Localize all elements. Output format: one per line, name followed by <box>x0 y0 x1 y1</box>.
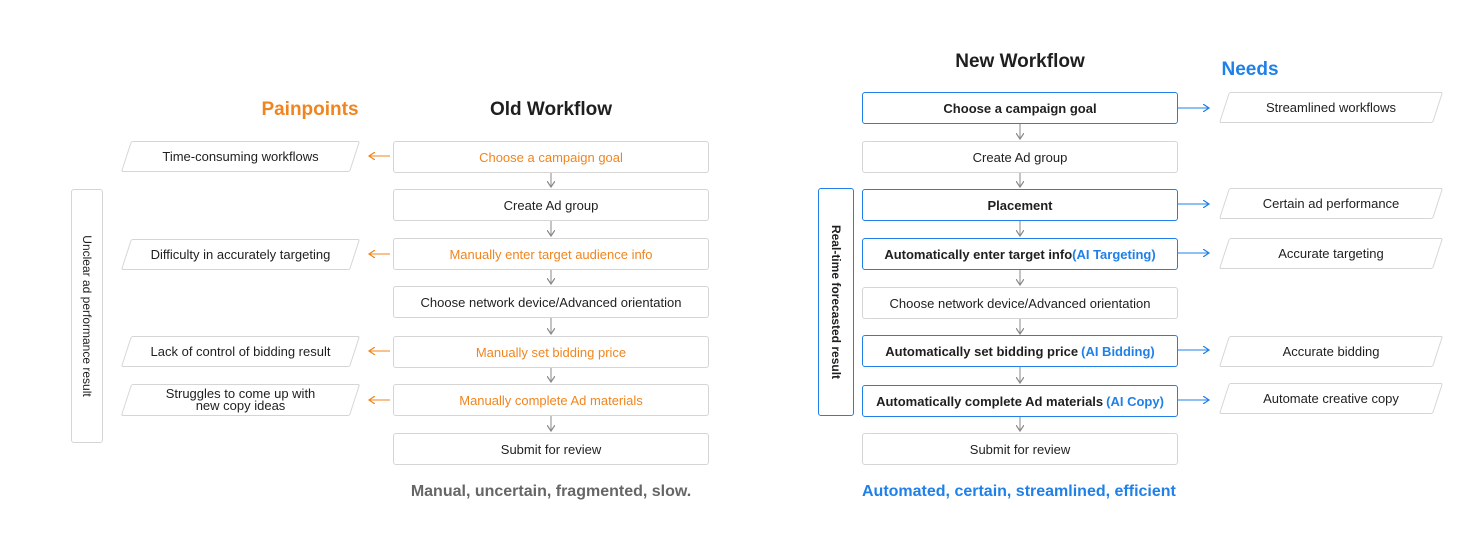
need-label: Certain ad performance <box>1262 195 1400 211</box>
painpoint-label: Time-consuming workflows <box>162 148 319 164</box>
need-label: Accurate targeting <box>1278 245 1384 261</box>
new-step-auto-target-info: Automatically enter target info(AI Targe… <box>862 238 1178 270</box>
need-accurate-bidding: Accurate bidding <box>1224 336 1438 367</box>
step-label: Choose network device/Advanced orientati… <box>889 295 1151 311</box>
new-workflow-title: New Workflow <box>955 51 1085 72</box>
ai-targeting-tag: (AI Targeting) <box>1072 246 1156 262</box>
need-accurate-targeting: Accurate targeting <box>1224 238 1438 269</box>
new-step-placement: Placement <box>862 189 1178 221</box>
need-certain-performance: Certain ad performance <box>1224 188 1438 219</box>
painpoint-label: Lack of control of bidding result <box>150 343 331 359</box>
need-label: Streamlined workflows <box>1265 99 1397 115</box>
old-step-complete-materials: Manually complete Ad materials <box>393 384 709 416</box>
step-label: Automatically enter target info <box>884 246 1073 262</box>
step-label: Automatically complete Ad materials <box>876 393 1104 409</box>
painpoint-copy-ideas: Struggles to come up with new copy ideas <box>126 384 355 416</box>
step-label: Create Ad group <box>972 149 1068 165</box>
step-label: Automatically set bidding price <box>885 343 1079 359</box>
new-step-auto-materials: Automatically complete Ad materials(AI C… <box>862 385 1178 417</box>
new-side-label-box: Real-time forecasted result <box>818 188 854 416</box>
painpoints-title: Painpoints <box>261 99 359 120</box>
ai-bidding-tag: (AI Bidding) <box>1081 343 1155 359</box>
painpoint-targeting: Difficulty in accurately targeting <box>126 239 355 270</box>
old-step-choose-goal: Choose a campaign goal <box>393 141 709 173</box>
need-label: Automate creative copy <box>1263 390 1399 406</box>
old-step-enter-target-info: Manually enter target audience info <box>393 238 709 270</box>
new-side-label: Real-time forecasted result <box>829 224 843 380</box>
need-streamlined-workflows: Streamlined workflows <box>1224 92 1438 123</box>
old-step-network-device: Choose network device/Advanced orientati… <box>393 286 709 318</box>
need-label: Accurate bidding <box>1282 343 1380 359</box>
step-label: Placement <box>987 197 1053 213</box>
new-step-network-device: Choose network device/Advanced orientati… <box>862 287 1178 319</box>
painpoint-label: Difficulty in accurately targeting <box>150 246 331 262</box>
painpoint-bidding: Lack of control of bidding result <box>126 336 355 367</box>
painpoint-time-consuming: Time-consuming workflows <box>126 141 355 172</box>
ai-copy-tag: (AI Copy) <box>1106 393 1164 409</box>
new-summary: Automated, certain, streamlined, efficie… <box>862 483 1176 500</box>
old-side-label-box: Unclear ad performance result <box>71 189 103 443</box>
new-step-submit-review: Submit for review <box>862 433 1178 465</box>
old-step-submit-review: Submit for review <box>393 433 709 465</box>
new-step-choose-goal: Choose a campaign goal <box>862 92 1178 124</box>
needs-title: Needs <box>1221 59 1279 80</box>
old-step-create-ad-group: Create Ad group <box>393 189 709 221</box>
old-workflow-title: Old Workflow <box>489 99 613 120</box>
need-automate-copy: Automate creative copy <box>1224 383 1438 414</box>
step-label: Choose a campaign goal <box>943 100 1097 116</box>
old-step-set-bidding: Manually set bidding price <box>393 336 709 368</box>
new-step-auto-bidding: Automatically set bidding price(AI Biddi… <box>862 335 1178 367</box>
step-label: Submit for review <box>969 441 1071 457</box>
new-step-create-ad-group: Create Ad group <box>862 141 1178 173</box>
old-side-label: Unclear ad performance result <box>80 235 94 397</box>
painpoint-label: Struggles to come up with new copy ideas <box>165 386 316 413</box>
old-summary: Manual, uncertain, fragmented, slow. <box>410 483 692 500</box>
